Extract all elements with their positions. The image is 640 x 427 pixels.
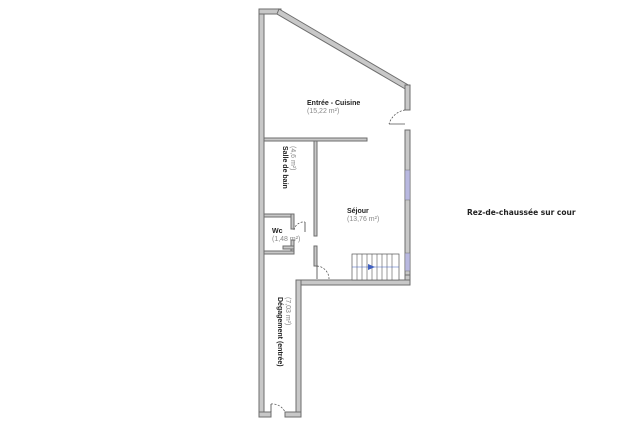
window [404,252,411,272]
room-name: Wc [272,228,283,235]
stair-arrow-icon [368,264,375,270]
room-area: (4,6 m²) [289,146,296,171]
room-wc: Wc (1,48 m²) [272,228,300,244]
outer-walls [258,8,411,418]
floor-caption: Rez-de-chaussée sur cour [467,208,576,217]
staircase [351,253,400,281]
room-salle-de-bain: (4,6 m²) Salle de bain [280,146,296,189]
interior-walls [263,137,368,267]
room-area: (13,76 m²) [347,216,380,224]
room-name: Séjour [347,208,369,215]
room-area: (1,48 m²) [272,236,301,244]
room-area: (15,22 m²) [307,108,340,116]
room-degagement: (7,03 m²) Dégagement (entrée) [275,297,291,367]
door-swings [270,109,406,413]
room-sejour: Séjour (13,76 m²) [347,208,379,224]
room-name: Salle de bain [280,146,288,189]
room-name: Dégagement (entrée) [275,297,283,367]
room-name: Entrée - Cuisine [307,100,361,107]
room-area: (7,03 m²) [284,297,291,326]
room-entree-cuisine: Entrée - Cuisine (15,22 m²) [307,100,360,116]
window [404,169,411,201]
